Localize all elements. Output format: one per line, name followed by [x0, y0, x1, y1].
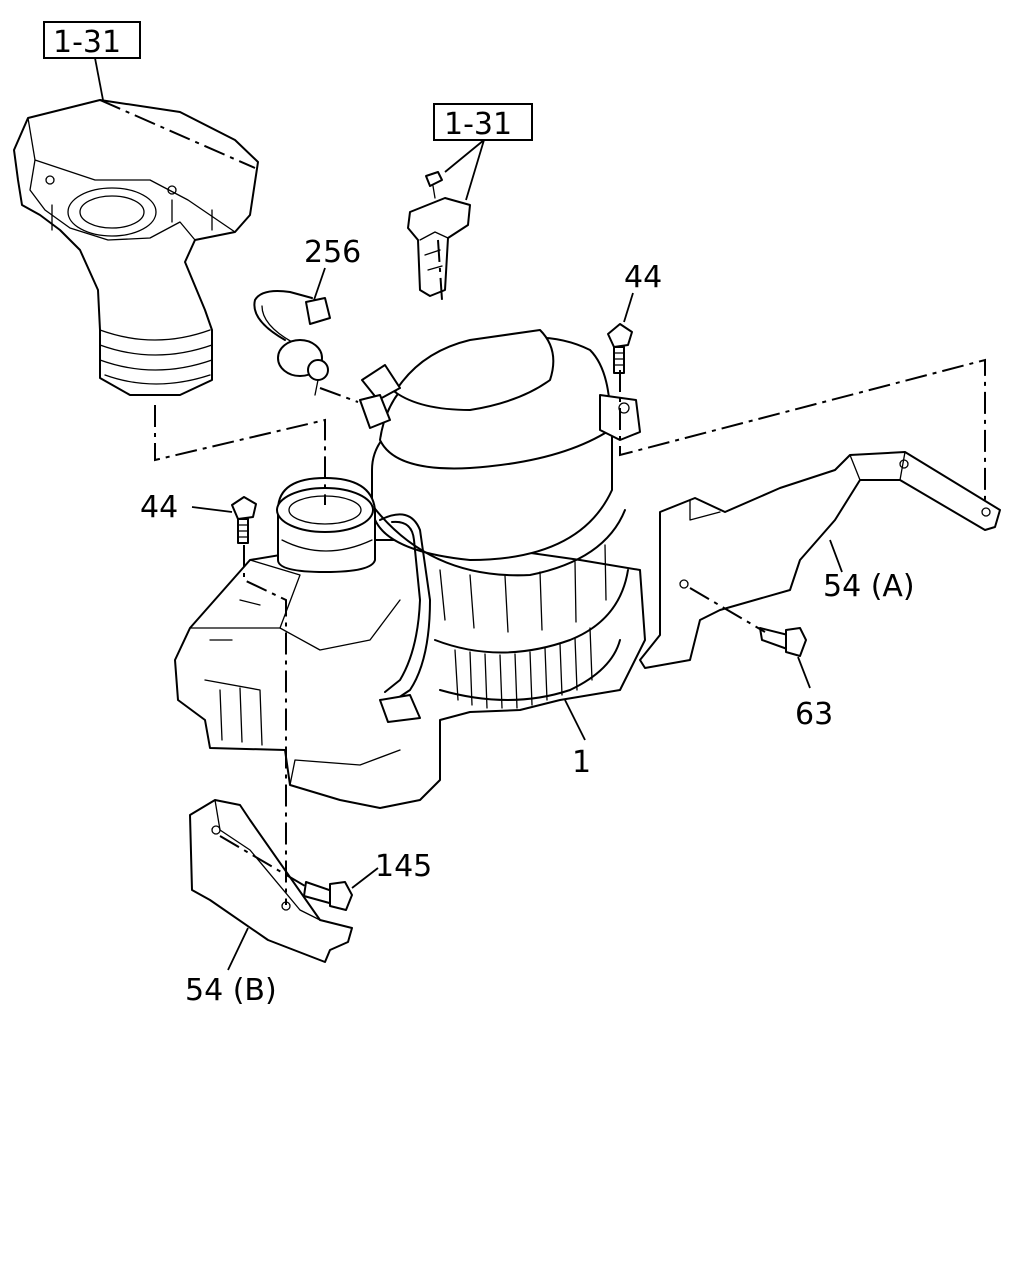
leader-1 [564, 699, 586, 741]
ref-leader-top-left [94, 57, 104, 101]
callout-256: 256 [304, 235, 361, 270]
ref-label-1-31-top-left: 1-31 [53, 25, 121, 60]
reference-box-1-31-top-left[interactable]: 1-31 [43, 21, 141, 60]
bolt-44-left [231, 496, 257, 544]
callout-44-right: 44 [624, 260, 662, 295]
callout-63: 63 [795, 697, 833, 732]
sensor-screw [425, 171, 443, 199]
airflow-sensor [407, 197, 471, 301]
part-256-sensor [253, 290, 331, 396]
intake-duct [13, 99, 259, 396]
bracket-54a [639, 451, 1001, 669]
callout-44-left: 44 [140, 490, 178, 525]
leader-44-left [191, 506, 233, 513]
leader-44-right [623, 292, 634, 323]
reference-box-1-31-sensor[interactable]: 1-31 [433, 103, 533, 142]
bracket-54b [189, 799, 353, 963]
leader-256 [313, 267, 326, 301]
air-cleaner-assembly [174, 329, 646, 809]
assembly-centerlines [154, 358, 986, 905]
callout-54b: 54 (B) [185, 973, 277, 1008]
callout-54a: 54 (A) [823, 569, 915, 604]
callout-1: 1 [572, 745, 591, 780]
leader-145 [351, 867, 379, 889]
bolt-63 [759, 627, 807, 657]
bolt-44-right [607, 323, 633, 374]
bolt-145 [303, 881, 353, 911]
leader-54a [829, 539, 843, 573]
ref-leader-sensor-screw [444, 139, 485, 173]
callout-145: 145 [375, 849, 432, 884]
ref-leader-sensor [465, 139, 485, 201]
leader-63 [797, 656, 811, 689]
ref-label-1-31-sensor: 1-31 [444, 107, 512, 142]
leader-54b [227, 927, 249, 971]
